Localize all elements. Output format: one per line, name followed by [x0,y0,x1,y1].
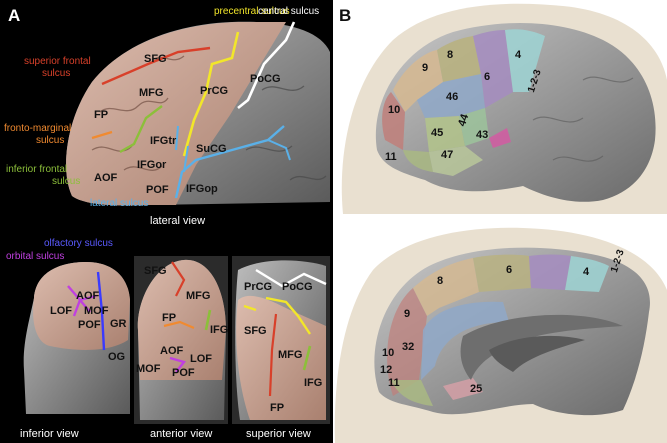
anterior-label-pof: POF [172,367,195,379]
inferior-frontal-sulcus-label-line2: sulcus [52,176,80,187]
lateral-area-11: 11 [385,151,397,163]
superior-label-ifg: IFG [304,377,322,389]
medial-area-8: 8 [437,275,443,287]
anterior-label-aof: AOF [160,345,184,357]
lateral-label-aof: AOF [94,172,118,184]
superior-label-mfg: MFG [278,349,302,361]
superior-frontal-sulcus-label-line1: superior frontal [24,56,91,67]
lateral-sulcus-label: lateral sulcus [90,198,148,209]
fronto-marginal-sulcus-label-line1: fronto-marginal [4,123,71,134]
lateral-area-46: 46 [446,91,458,103]
medial-area-32: 32 [402,341,414,353]
medial-brodmann-brain: 6 4 1-2-3 8 9 10 32 12 11 25 [335,228,667,443]
lateral-label-ifgor: IFGor [137,159,167,171]
inferior-frontal-sulcus-label-line1: inferior frontal [6,164,67,175]
orbital-sulcus-label: orbital sulcus [6,251,64,262]
inferior-view-brain: AOF LOF MOF POF GR OG [24,262,130,414]
medial-area-11: 11 [388,377,400,389]
lateral-label-ifgop: IFGop [186,183,218,195]
medial-area-9: 9 [404,308,410,320]
superior-label-sfg: SFG [244,325,267,337]
inferior-label-aof: AOF [76,290,100,302]
superior-label-prcg: PrCG [244,281,272,293]
lateral-area-8: 8 [447,49,453,61]
lateral-area-10: 10 [388,104,400,116]
superior-label-fp: FP [270,402,284,414]
inferior-view-caption: inferior view [20,428,79,440]
lateral-label-ifgtr: IFGtr [150,135,177,147]
medial-area-12: 12 [380,364,392,376]
panel-a-figure: A SFG MFG PrCG PoCG FP IFGtr SuCG [0,0,333,443]
inferior-label-og: OG [108,351,125,363]
panel-a-letter: A [8,6,20,25]
panel-b-figure: B 9 8 6 4 1-2-3 46 10 45 44 43 11 47 [333,0,667,443]
lateral-label-prcg: PrCG [200,85,228,97]
inferior-label-pof: POF [78,319,101,331]
olfactory-sulcus-label: olfactory sulcus [44,238,113,249]
lateral-label-sucg: SuCG [196,143,227,155]
lateral-area-4: 4 [515,49,522,61]
lateral-area-9: 9 [422,62,428,74]
superior-label-pocg: PoCG [282,281,313,293]
anterior-label-fp: FP [162,312,176,324]
lateral-view-brain: SFG MFG PrCG PoCG FP IFGtr SuCG IFGor AO… [66,22,330,206]
lateral-area-43: 43 [476,129,488,141]
superior-view-caption: superior view [246,428,311,440]
medial-area-10: 10 [382,347,394,359]
medial-area-6: 6 [506,264,512,276]
lateral-area-45: 45 [431,127,443,139]
anterior-label-mfg: MFG [186,290,210,302]
medial-area-25: 25 [470,383,482,395]
fronto-marginal-sulcus-label-line2: sulcus [36,135,64,146]
lateral-label-pocg: PoCG [250,73,281,85]
anterior-label-lof: LOF [190,353,212,365]
lateral-label-mfg: MFG [139,87,163,99]
medial-area-4: 4 [583,266,590,278]
anterior-label-sfg: SFG [144,265,167,277]
lateral-label-pof: POF [146,184,169,196]
superior-frontal-sulcus-label-line2: sulcus [42,68,70,79]
lateral-area-6: 6 [484,71,490,83]
lateral-label-fp: FP [94,109,108,121]
anterior-label-mof: MOF [136,363,161,375]
panel-b: B 9 8 6 4 1-2-3 46 10 45 44 43 11 47 [333,0,667,443]
panel-a: A SFG MFG PrCG PoCG FP IFGtr SuCG [0,0,333,443]
inferior-label-mof: MOF [84,305,109,317]
central-sulcus-label: central sulcus [258,6,319,17]
anterior-view-caption: anterior view [150,428,212,440]
anterior-label-ifg: IFG [210,324,228,336]
inferior-label-lof: LOF [50,305,72,317]
lateral-view-caption: lateral view [150,215,205,227]
panel-b-letter: B [339,6,351,25]
lateral-brodmann-brain: 9 8 6 4 1-2-3 46 10 45 44 43 11 47 [342,4,667,214]
superior-view-brain: PrCG PoCG SFG MFG IFG FP [232,256,330,424]
lateral-area-47: 47 [441,149,453,161]
lateral-label-sfg: SFG [144,53,167,65]
inferior-label-gr: GR [110,318,127,330]
anterior-view-brain: SFG MFG FP IFG AOF LOF MOF POF [134,256,228,424]
